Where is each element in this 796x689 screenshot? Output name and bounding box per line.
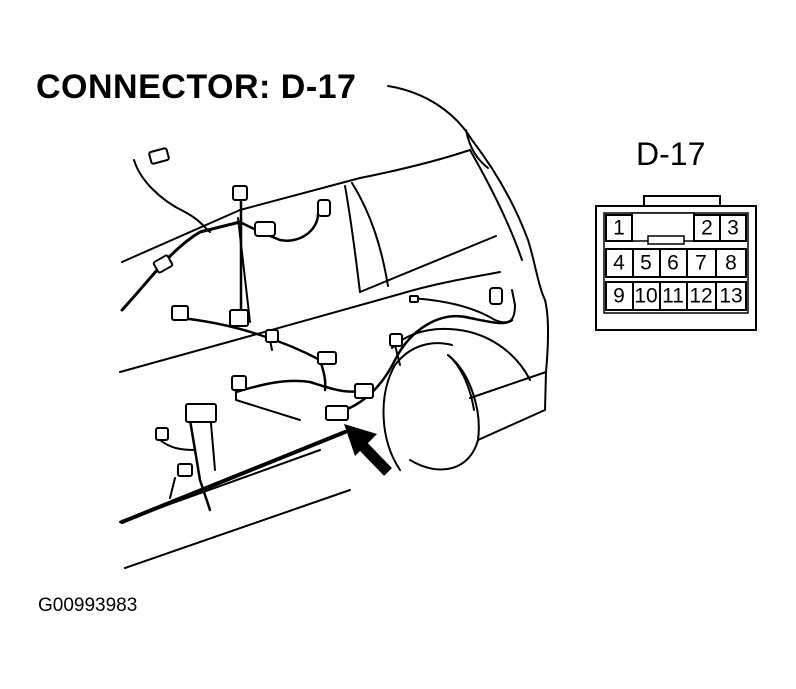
pin-label: 8 [725,252,737,275]
pin-label: 3 [727,217,739,240]
pin-label: 12 [689,285,712,308]
diagram-title: CONNECTOR: D-17 [36,68,357,106]
pin-label: 2 [701,217,713,240]
pin-label: 13 [719,285,742,308]
connector-key-tab [643,195,721,207]
location-arrow [344,424,392,476]
figure-id: G00993983 [38,595,138,616]
pin-label: 7 [695,252,707,275]
connector-face: 1 2 3 4 5 6 7 8 9 10 11 12 13 [595,195,757,331]
wiring-harness [120,159,516,524]
pin-label: 11 [662,285,684,308]
pin-label: 9 [613,285,625,308]
pin-label: 4 [613,252,625,275]
connector-name: D-17 [636,136,706,172]
pin-label: 1 [613,217,625,240]
harness-connectors [148,147,503,477]
pin-label: 6 [667,252,679,275]
pin-label: 5 [640,252,652,275]
pin-label: 10 [634,285,657,308]
